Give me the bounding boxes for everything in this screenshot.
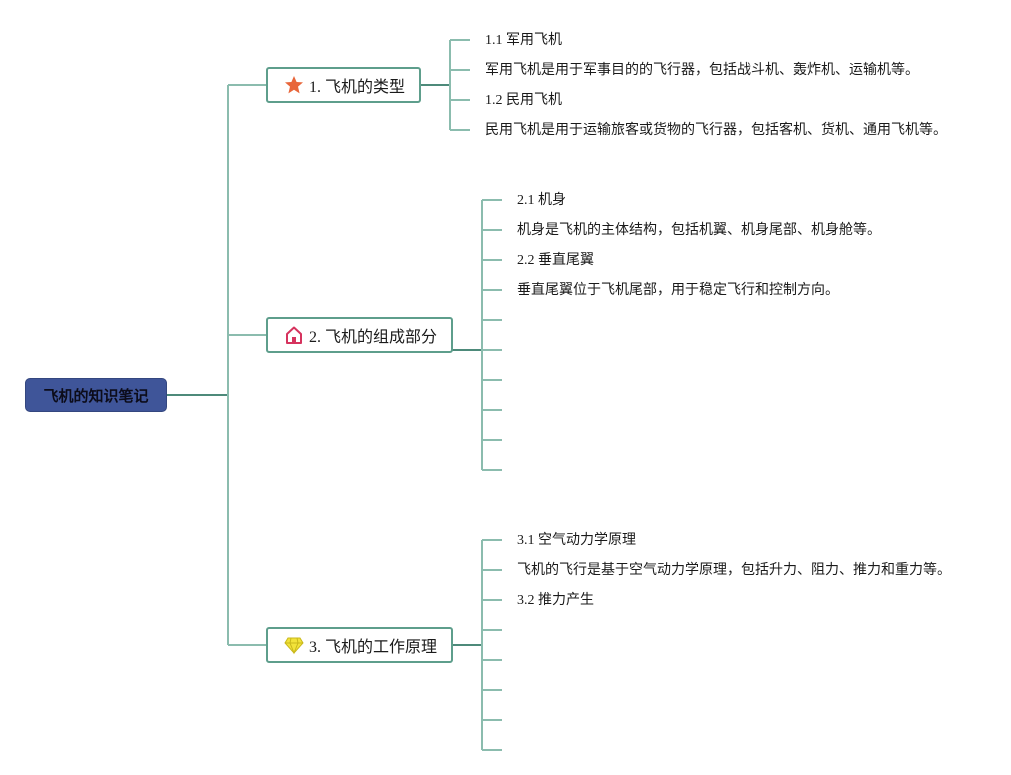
diamond-icon xyxy=(284,635,304,655)
leaf-fuselage-heading[interactable]: 2.1 机身 xyxy=(517,193,566,208)
branch-node-components[interactable]: 2. 飞机的组成部分 xyxy=(266,317,453,353)
home-icon xyxy=(284,325,304,345)
leaf-thrust-heading[interactable]: 3.2 推力产生 xyxy=(517,593,594,608)
branch-node-principles[interactable]: 3. 飞机的工作原理 xyxy=(266,627,453,663)
branch-label: 2. 飞机的组成部分 xyxy=(309,329,438,346)
branch-node-types[interactable]: 1. 飞机的类型 xyxy=(266,67,421,103)
branch-label: 1. 飞机的类型 xyxy=(309,79,406,96)
branch-label: 3. 飞机的工作原理 xyxy=(309,639,438,656)
root-node[interactable]: 飞机的知识笔记 xyxy=(25,378,167,412)
leaf-civil-desc[interactable]: 民用飞机是用于运输旅客或货物的飞行器，包括客机、货机、通用飞机等。 xyxy=(485,123,947,138)
leaf-fuselage-desc[interactable]: 机身是飞机的主体结构，包括机翼、机身尾部、机身舱等。 xyxy=(517,223,881,238)
root-title: 飞机的知识笔记 xyxy=(43,386,149,405)
leaf-aerodynamics-desc[interactable]: 飞机的飞行是基于空气动力学原理，包括升力、阻力、推力和重力等。 xyxy=(517,563,951,578)
leaf-vertical-tail-desc[interactable]: 垂直尾翼位于飞机尾部，用于稳定飞行和控制方向。 xyxy=(517,283,839,298)
star-icon xyxy=(284,75,304,95)
leaf-vertical-tail-heading[interactable]: 2.2 垂直尾翼 xyxy=(517,253,594,268)
leaf-military-heading[interactable]: 1.1 军用飞机 xyxy=(485,33,562,48)
leaf-military-desc[interactable]: 军用飞机是用于军事目的的飞行器，包括战斗机、轰炸机、运输机等。 xyxy=(485,63,919,78)
leaf-civil-heading[interactable]: 1.2 民用飞机 xyxy=(485,93,562,108)
leaf-aerodynamics-heading[interactable]: 3.1 空气动力学原理 xyxy=(517,533,636,548)
